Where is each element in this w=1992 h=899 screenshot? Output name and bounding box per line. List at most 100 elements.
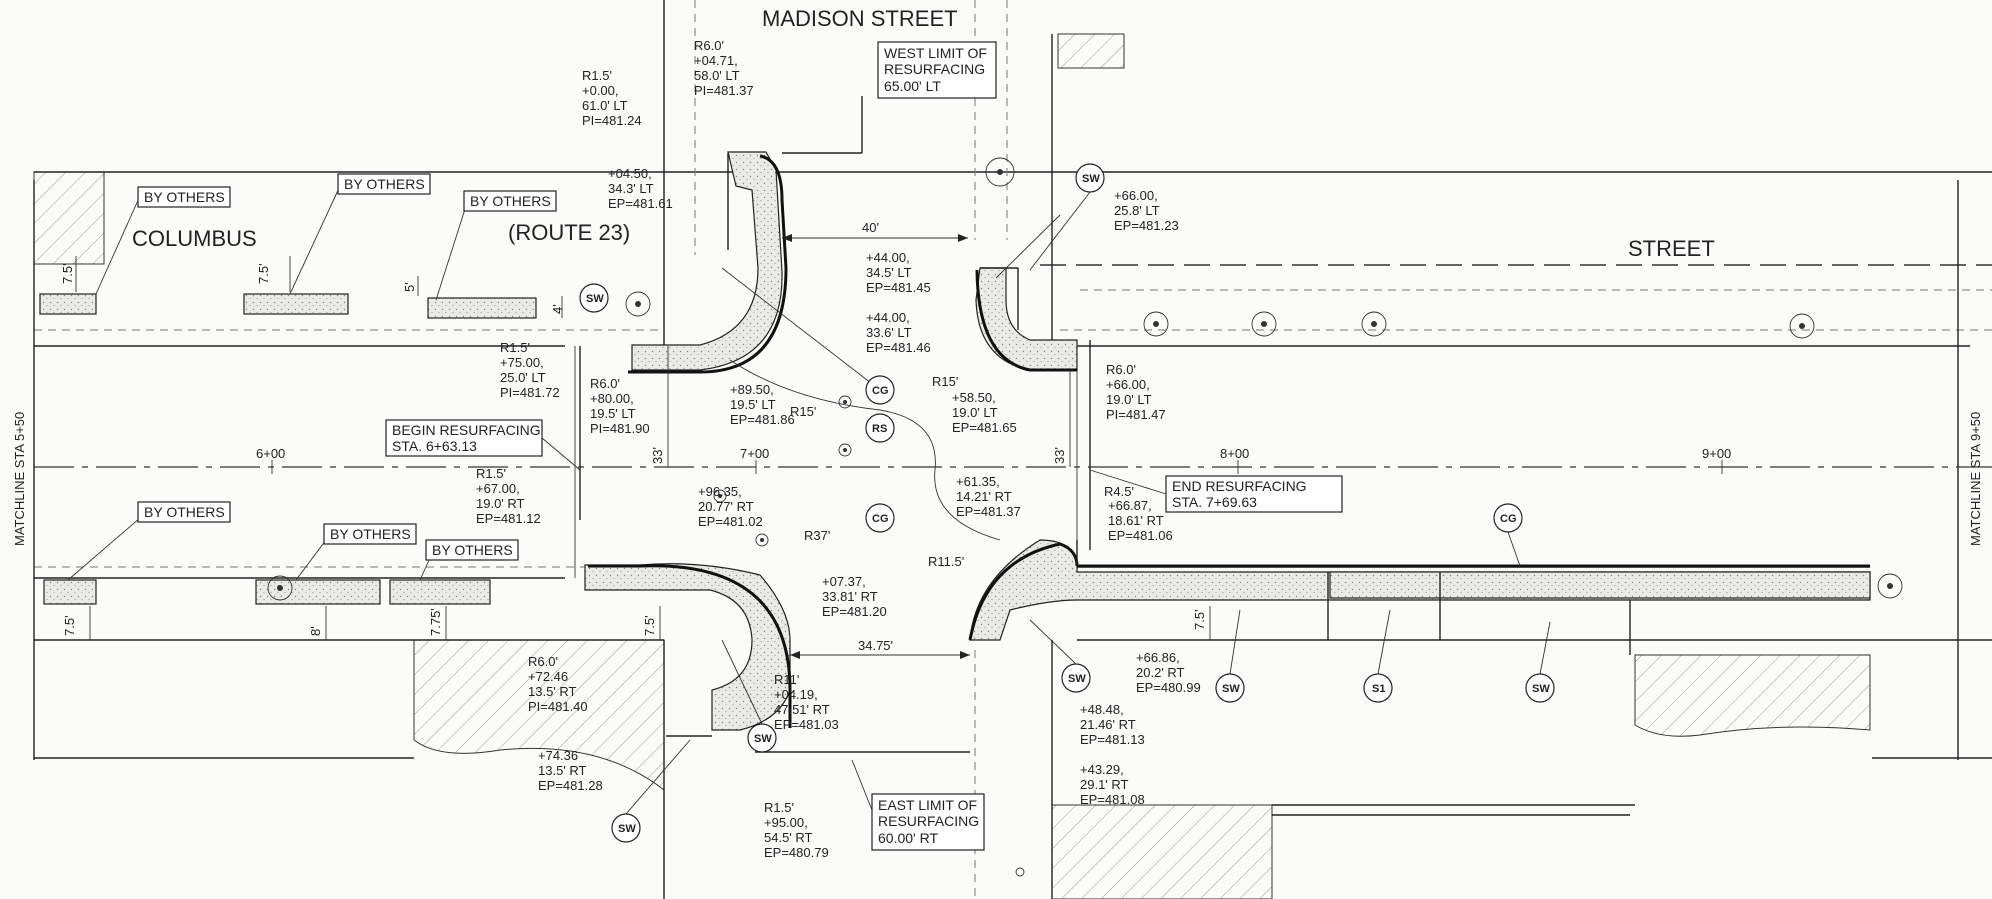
callout-line: +48.48, xyxy=(1080,702,1124,717)
callout-line: 20.77' RT xyxy=(698,499,754,514)
by-others-label: BY OTHERS xyxy=(144,504,225,520)
callout-line: +44.00, xyxy=(866,310,910,325)
callout-line: 19.0' RT xyxy=(476,496,525,511)
dimension-label: 7.5' xyxy=(60,263,75,284)
dimension-label: 34.75' xyxy=(858,638,893,653)
west-limit-line: RESURFACING xyxy=(884,61,985,77)
callout-line: EP=481.37 xyxy=(956,504,1021,519)
callout-line: +04.71, xyxy=(694,53,738,68)
west-limit-line: WEST LIMIT OF xyxy=(884,45,987,61)
station-label: 6+00 xyxy=(256,446,285,461)
callout-line: 25.0' LT xyxy=(500,370,546,385)
callout-line: PI=481.72 xyxy=(500,385,560,400)
end-resurfacing-line: STA. 7+69.63 xyxy=(1172,494,1257,510)
callout-line: PI=481.24 xyxy=(582,113,642,128)
callout-line: PI=481.47 xyxy=(1106,407,1166,422)
callout-line: EP=481.03 xyxy=(774,717,839,732)
callout-line: PI=481.90 xyxy=(590,421,650,436)
street-lines xyxy=(33,0,1992,899)
street-label-street: STREET xyxy=(1628,236,1715,261)
cg-tag: CG xyxy=(872,385,889,397)
callout-line: 19.5' LT xyxy=(590,406,636,421)
dimension-label: 7.5' xyxy=(642,615,657,636)
sw-tag: SW xyxy=(1222,683,1240,695)
radius-label: R15' xyxy=(790,404,816,419)
callout-line: EP=480.99 xyxy=(1136,680,1201,695)
dimension-label: 7.5' xyxy=(256,263,271,284)
callout-line: +04.50, xyxy=(608,166,652,181)
by-others-label: BY OTHERS xyxy=(330,526,411,542)
callout-line: PI=481.40 xyxy=(528,699,588,714)
callout-line: R6.0' xyxy=(590,376,620,391)
callout-line: +66.87, xyxy=(1108,498,1152,513)
callout-line: EP=481.08 xyxy=(1080,792,1145,807)
by-others-label: BY OTHERS xyxy=(144,189,225,205)
callout-line: R1.5' xyxy=(764,800,794,815)
callout-line: 33.6' LT xyxy=(866,325,912,340)
dimension-label: 40' xyxy=(862,220,879,235)
callout-line: +43.29, xyxy=(1080,762,1124,777)
station-label: 7+00 xyxy=(740,446,769,461)
callout-line: +66.00, xyxy=(1106,377,1150,392)
street-label-route: (ROUTE 23) xyxy=(508,220,630,245)
sw-tag: SW xyxy=(1068,673,1086,685)
station-label: 9+00 xyxy=(1702,446,1731,461)
callout-line: 61.0' LT xyxy=(582,98,628,113)
callout-line: R6.0' xyxy=(528,654,558,669)
callout-line: 54.5' RT xyxy=(764,830,813,845)
dimension-lines xyxy=(75,234,1723,659)
callout-line: R1.5' xyxy=(476,466,506,481)
callout-line: +66.86, xyxy=(1136,650,1180,665)
dimension-label: 8' xyxy=(308,626,323,636)
callout-line: EP=481.86 xyxy=(730,412,795,427)
callout-line: 18.61' RT xyxy=(1108,513,1164,528)
callout-line: EP=481.12 xyxy=(476,511,541,526)
east-limit-line: RESURFACING xyxy=(878,813,979,829)
callout-line: +44.00, xyxy=(866,250,910,265)
callout-line: 14.21' RT xyxy=(956,489,1012,504)
radius-label: R4.5' xyxy=(1104,484,1134,499)
callout-line: +89.50, xyxy=(730,382,774,397)
by-others-label: BY OTHERS xyxy=(432,542,513,558)
callout-line: +75.00, xyxy=(500,355,544,370)
street-label-columbus: COLUMBUS xyxy=(132,226,257,251)
sw-tag: SW xyxy=(586,293,604,305)
callout-line: 47.51' RT xyxy=(774,702,830,717)
dimension-label: 33' xyxy=(1052,447,1067,464)
dimension-label: 7.5' xyxy=(62,615,77,636)
circle-tags: SW SW CG RS CG CG SW SW SW SW S1 SW xyxy=(579,163,1555,843)
begin-resurfacing-line: STA. 6+63.13 xyxy=(392,438,477,454)
callout-line: EP=481.13 xyxy=(1080,732,1145,747)
dimension-label: 33' xyxy=(650,447,665,464)
station-label: 8+00 xyxy=(1220,446,1249,461)
callout-line: +67.00, xyxy=(476,481,520,496)
callout-line: +95.00, xyxy=(764,815,808,830)
by-others-labels: BY OTHERS BY OTHERS BY OTHERS BY OTHERS … xyxy=(67,173,557,581)
callout-line: +66.00, xyxy=(1114,188,1158,203)
by-others-label: BY OTHERS xyxy=(344,176,425,192)
callout-line: +96.35, xyxy=(698,484,742,499)
dimension-label: 7.75' xyxy=(428,608,443,636)
callout-line: R6.0' xyxy=(694,38,724,53)
callout-line: 25.8' LT xyxy=(1114,203,1160,218)
s1-tag: S1 xyxy=(1372,683,1385,695)
callout-line: EP=481.28 xyxy=(538,778,603,793)
callout-line: 13.5' RT xyxy=(528,684,577,699)
callout-line: EP=481.45 xyxy=(866,280,931,295)
callout-line: EP=481.65 xyxy=(952,420,1017,435)
sidewalks xyxy=(39,151,1871,731)
callout-line: 34.3' LT xyxy=(608,181,654,196)
